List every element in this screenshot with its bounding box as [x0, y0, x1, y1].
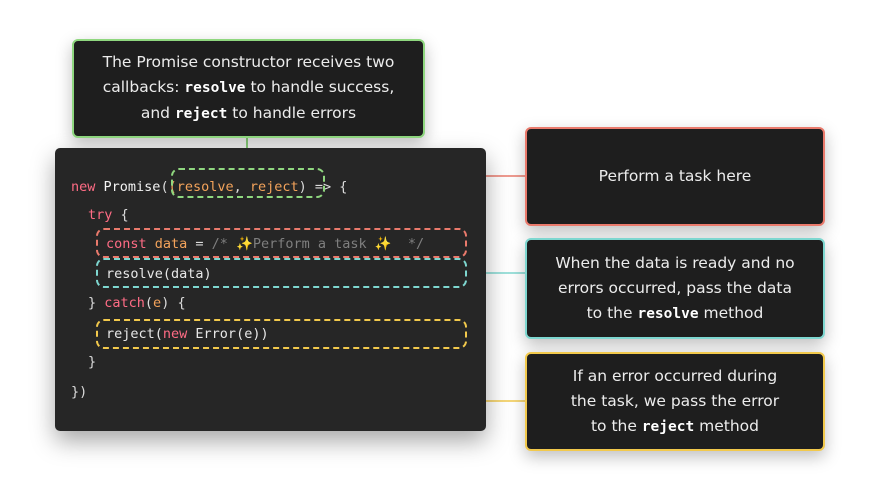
- code-line-3: const data = /* ✨Perform a task ✨ */: [106, 235, 424, 253]
- callout-resolve-line1: When the data is ready and no: [555, 253, 795, 272]
- comment: */: [391, 236, 425, 252]
- keyword-catch: catch: [104, 295, 145, 311]
- code-reject: reject: [174, 106, 228, 122]
- callout-resolve-line2: errors occurred, pass the data: [558, 278, 792, 297]
- keyword-new: new: [71, 179, 96, 195]
- operator: =: [187, 236, 212, 252]
- resolve-call: resolve(data): [106, 266, 212, 282]
- code-line-6: reject(new Error(e)): [106, 325, 269, 343]
- keyword-new: new: [162, 326, 188, 342]
- highlight-reject: [96, 319, 467, 349]
- code-resolve: resolve: [637, 305, 699, 322]
- callout-constructor: The Promise constructor receives two cal…: [72, 39, 425, 138]
- code-reject: reject: [641, 418, 695, 435]
- callout-constructor-line1: The Promise constructor receives two: [102, 53, 395, 71]
- callout-task: Perform a task here: [525, 127, 825, 226]
- punctuation: ,: [233, 179, 250, 195]
- code-resolve: resolve: [184, 80, 246, 96]
- punctuation: }: [88, 354, 97, 370]
- callout-task-text: Perform a task here: [598, 167, 752, 185]
- callout-reject: If an error occurred during the task, we…: [525, 352, 825, 451]
- code-editor: new Promise((resolve, reject) => { try {…: [55, 148, 486, 431]
- highlight-resolve: [96, 258, 467, 288]
- punctuation: ) {: [161, 295, 186, 311]
- code-line-7: }: [88, 353, 96, 371]
- text: to the: [590, 416, 642, 435]
- text: to handle success,: [245, 78, 395, 96]
- sparkle-icon: ✨: [236, 236, 253, 252]
- keyword-const: const: [106, 236, 147, 252]
- code-line-4: resolve(data): [106, 265, 212, 283]
- punctuation: (: [160, 179, 169, 195]
- comment: /*: [211, 236, 237, 252]
- callout-constructor-line2: callbacks: resolve to handle success,: [103, 75, 395, 101]
- punctuation: }): [71, 384, 88, 400]
- code-line-8: }): [71, 383, 87, 401]
- param-e: e: [153, 295, 162, 311]
- code-line-1: new Promise((resolve, reject) => {: [71, 178, 347, 196]
- punctuation: }: [88, 295, 105, 311]
- text: method: [694, 416, 760, 435]
- text: to handle errors: [227, 104, 357, 122]
- sparkle-icon: ✨: [374, 236, 392, 252]
- keyword-try: try: [88, 207, 113, 223]
- callout-reject-line3: to the reject method: [571, 414, 779, 440]
- param-reject: reject: [249, 179, 299, 195]
- highlight-task: [96, 228, 467, 258]
- text: and: [140, 104, 175, 122]
- callout-constructor-line3: and reject to handle errors: [103, 101, 395, 127]
- punctuation: (: [144, 295, 154, 311]
- class-promise: Promise: [103, 179, 161, 195]
- code-line-5: } catch(e) {: [88, 294, 186, 312]
- callout-resolve-line3: to the resolve method: [555, 301, 794, 327]
- punctuation: ): [298, 179, 307, 195]
- code-line-2: try {: [88, 206, 129, 224]
- callout-reject-line2: the task, we pass the error: [570, 391, 780, 410]
- error-call: Error(e)): [187, 326, 269, 342]
- callout-resolve: When the data is ready and no errors occ…: [525, 238, 825, 339]
- punctuation: {: [112, 207, 129, 223]
- text: to the: [586, 303, 638, 322]
- comment: Perform a task: [252, 236, 375, 252]
- callout-reject-line1: If an error occurred during: [572, 366, 778, 385]
- param-resolve: (resolve: [168, 179, 234, 195]
- text: method: [698, 303, 764, 322]
- variable-data: data: [146, 236, 188, 252]
- highlight-params: [171, 168, 325, 198]
- reject-call: reject(: [106, 326, 163, 342]
- text: callbacks:: [102, 78, 185, 96]
